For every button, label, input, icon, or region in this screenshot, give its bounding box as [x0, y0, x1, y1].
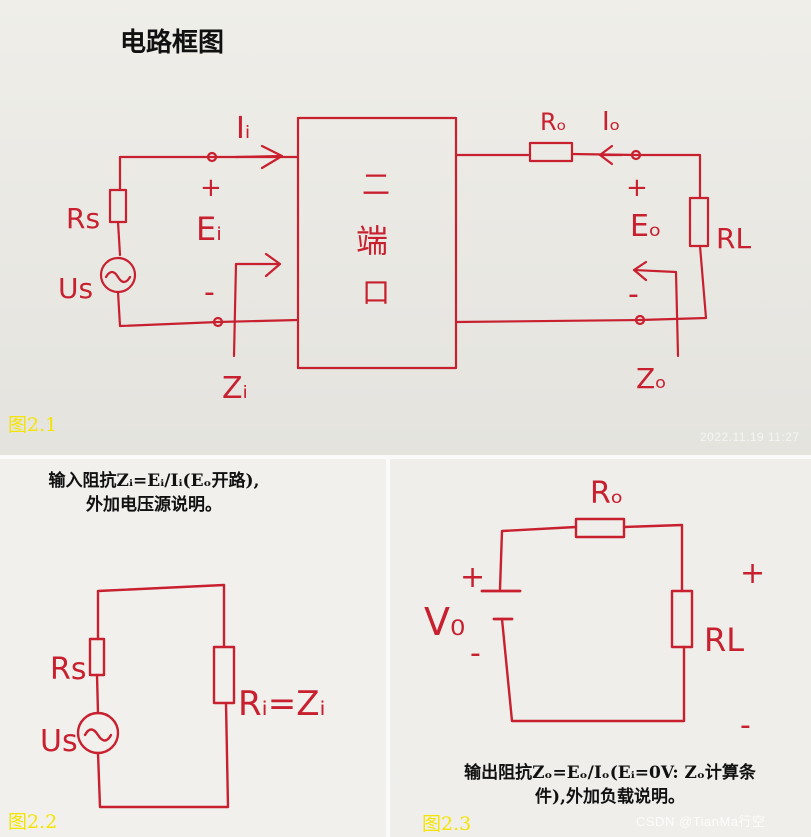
panel-divider-horizontal — [0, 455, 811, 459]
eo-label: Eₒ — [630, 209, 661, 244]
zo-impedance-arrow — [632, 260, 680, 358]
right-minus-label: - — [740, 708, 751, 743]
eo-plus-label: + — [626, 173, 648, 203]
figure-label-2-3: 图2.3 — [422, 813, 472, 835]
caption-line-1: 输入阻抗Zᵢ=Eᵢ/Iᵢ(Eₒ开路), — [48, 471, 260, 491]
rs-resistor-2 — [88, 637, 106, 677]
input-top-terminal — [206, 151, 218, 163]
input-circuit-top-wire — [96, 583, 226, 649]
rl-label: RL — [716, 222, 751, 255]
us-label-2: Us — [40, 724, 78, 759]
zi-label: Zᵢ — [222, 371, 248, 406]
ii-label: Iᵢ — [236, 111, 250, 146]
ri-resistor — [212, 645, 236, 705]
output-bottom-wire — [454, 244, 708, 324]
ro-label: Rₒ — [540, 108, 567, 136]
figure-2-2-panel: 输入阻抗Zᵢ=Eᵢ/Iᵢ(Eₒ开路), 外加电压源说明。 Rs Us Rᵢ=Zᵢ… — [0, 459, 386, 837]
output-impedance-caption: 输出阻抗Zₒ=Eₒ/Iₒ(Eᵢ=0V: Zₒ计算条 件),外加负载说明。 — [430, 761, 790, 809]
ro-resistor — [528, 141, 574, 163]
diagram-title: 电路框图 — [120, 28, 225, 58]
input-impedance-caption: 输入阻抗Zᵢ=Eᵢ/Iᵢ(Eₒ开路), 外加电压源说明。 — [4, 469, 304, 517]
io-current-arrow — [598, 144, 624, 166]
csdn-watermark: CSDN @TianMa行空 — [636, 814, 766, 829]
figure-label-2-2: 图2.2 — [8, 811, 58, 833]
io-label: Iₒ — [602, 107, 620, 137]
ri-zi-label: Rᵢ=Zᵢ — [238, 684, 326, 724]
panel-divider-vertical — [386, 455, 390, 837]
right-plus-label: + — [740, 556, 765, 591]
figure-2-1-panel: 电路框图 — [0, 0, 811, 455]
caption-line-1: 输出阻抗Zₒ=Eₒ/Iₒ(Eᵢ=0V: Zₒ计算条 — [464, 763, 756, 783]
output-bottom-terminal — [634, 314, 646, 326]
vo-minus-label: - — [470, 636, 481, 671]
figure-label-2-1: 图2.1 — [8, 414, 58, 436]
input-bottom-terminal — [212, 316, 224, 328]
input-bottom-wire — [116, 290, 300, 328]
vo-plus-label: + — [460, 560, 485, 595]
ro-label-2: Rₒ — [590, 476, 623, 511]
block-diagram-svg: Iᵢ Rₒ Iₒ Rs Us + Eᵢ - + Eₒ - RL Zᵢ Zₒ 二 … — [58, 107, 751, 406]
rl-resistor-2 — [670, 589, 694, 649]
input-circuit-bottom-wire — [96, 701, 230, 809]
rs-to-source-wire-2 — [95, 673, 100, 715]
input-circuit-svg: Rs Us Rᵢ=Zᵢ — [40, 583, 326, 809]
rl-resistor — [688, 196, 710, 248]
figure-2-3-panel: V₀ + - Rₒ RL + - 2022.11.19 输出阻抗Zₒ=Eₒ/Iₒ… — [390, 459, 811, 837]
rs-to-source-wire — [116, 220, 122, 257]
ei-plus-label: + — [200, 173, 222, 203]
ei-minus-label: - — [204, 275, 215, 310]
caption-line-2: 外加电压源说明。 — [86, 495, 222, 515]
output-circuit-bottom-wire — [500, 617, 686, 723]
zo-label: Zₒ — [636, 362, 667, 395]
vertical-timestamp: 2022.11.19 — [390, 767, 401, 822]
rl-label-2: RL — [704, 621, 744, 659]
output-circuit-svg: V₀ + - Rₒ RL + - — [424, 476, 765, 743]
rs-resistor — [108, 188, 128, 224]
output-circuit-left-top-wire — [498, 525, 578, 591]
us-source-wave — [104, 270, 132, 284]
rs-label-2: Rs — [50, 652, 86, 687]
zi-impedance-arrow — [232, 252, 282, 358]
output-top-terminal — [630, 149, 642, 161]
ii-current-arrow — [234, 144, 284, 170]
rs-label: Rs — [66, 202, 100, 235]
us-label: Us — [58, 272, 93, 305]
box-char-1: 二 — [362, 168, 390, 201]
ro-resistor-2 — [574, 517, 626, 539]
box-char-3: 口 — [362, 276, 390, 309]
vo-label: V₀ — [424, 600, 465, 644]
eo-minus-label: - — [628, 277, 639, 312]
caption-line-2: 件),外加负载说明。 — [535, 787, 685, 807]
two-port-box — [296, 116, 458, 370]
us-source-wave-2 — [83, 728, 113, 742]
ei-label: Eᵢ — [196, 210, 222, 248]
box-char-2: 端 — [356, 222, 388, 260]
photo-timestamp: 2022.11.19 11:27 — [700, 430, 800, 444]
output-circuit-right-top-wire — [622, 523, 684, 593]
